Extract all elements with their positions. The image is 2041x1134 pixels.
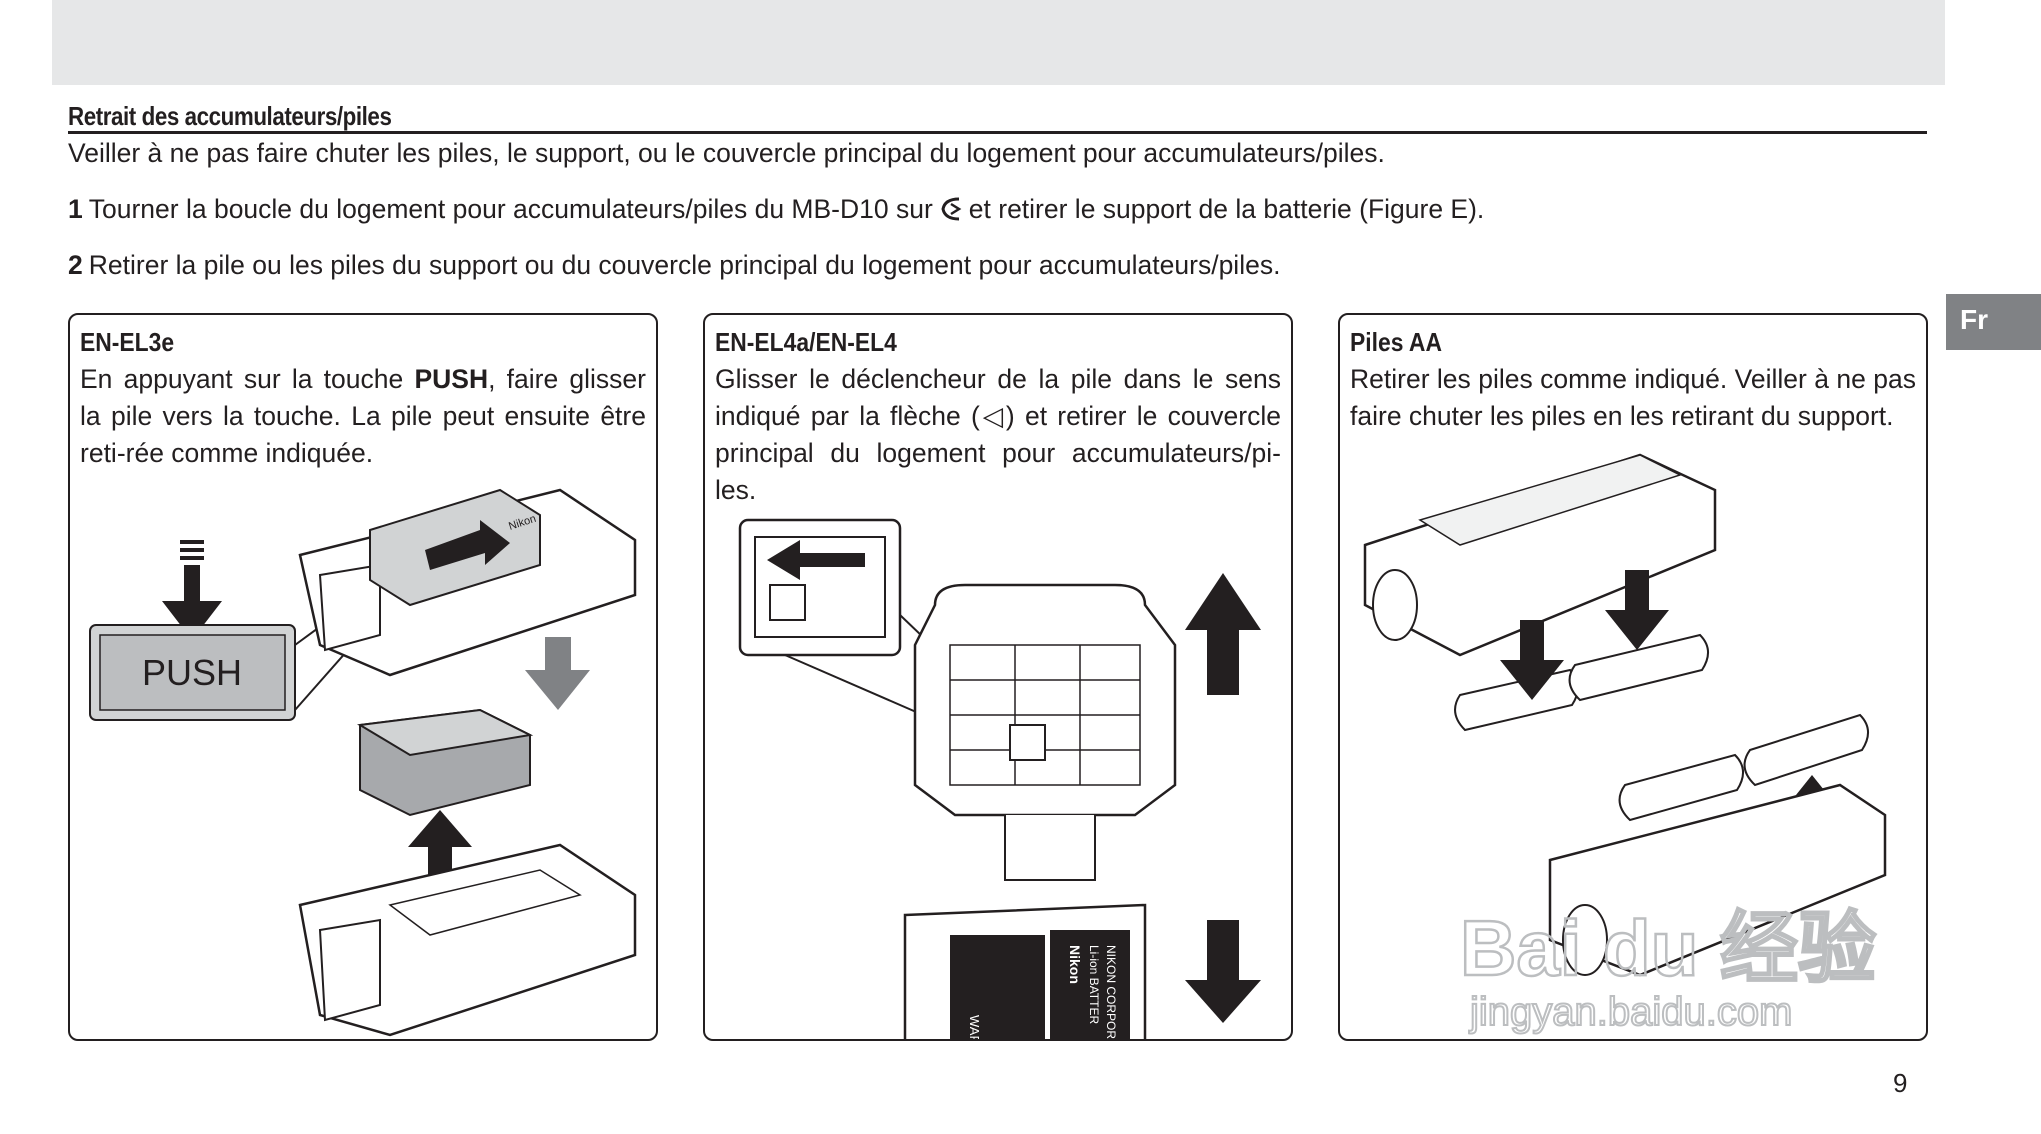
aa-holder-top <box>1363 453 1717 657</box>
panel-en-el4a: WARNING Nikon Li-ion BATTER NIKON CORPOR… <box>703 313 1293 1041</box>
panel-title: Piles AA <box>1350 327 1442 357</box>
piles-aa-illustration <box>1363 453 1887 977</box>
panel-text: En appuyant sur la touche PUSH, faire gl… <box>80 364 646 468</box>
battery-maker-label: NIKON CORPOR <box>1104 945 1118 1039</box>
section-title: Retrait des accumulateurs/piles <box>68 101 392 131</box>
panel-text: Retirer les piles comme indiqué. Veiller… <box>1350 364 1916 431</box>
step-number: 1 <box>68 194 83 224</box>
en-el4a-illustration: WARNING Nikon Li-ion BATTER NIKON CORPOR <box>738 518 1261 1041</box>
en-el3e-illustration: PUSH Nikon <box>89 488 637 1037</box>
battery-cover <box>913 583 1177 881</box>
latch-arrow-icon <box>767 540 865 580</box>
push-button-label: PUSH <box>142 652 242 693</box>
step-text-before: Tourner la boucle du logement pour accum… <box>88 194 933 224</box>
down-arrow-icon <box>525 637 590 710</box>
warning-label: WARNING <box>967 1015 982 1041</box>
panel-text: Glisser le déclencheur de la pile dans l… <box>715 364 1281 505</box>
step-text: Retirer la pile ou les piles du support … <box>88 250 1281 280</box>
header-band <box>52 0 1945 85</box>
panel-title: EN-EL3e <box>80 327 175 357</box>
step-number: 2 <box>68 250 83 280</box>
aa-battery <box>1618 713 1869 822</box>
panel-piles-aa: Piles AA Retirer les piles comme indiqué… <box>1338 313 1928 1041</box>
battery-holder-top: Nikon <box>298 488 637 677</box>
removed-battery <box>357 708 534 817</box>
push-arrow-icon <box>162 540 222 640</box>
battery-brand-label: Nikon <box>1067 945 1083 984</box>
aa-holder-bottom <box>1548 783 1887 977</box>
up-arrow-icon <box>1185 573 1261 695</box>
slide-arrow-icon <box>425 520 510 570</box>
title-rule <box>68 131 1927 134</box>
language-tab[interactable]: Fr <box>1946 294 2041 350</box>
panel-en-el3e: PUSH Nikon EN-EL3e En appuyant su <box>68 313 658 1041</box>
battery-holder-bottom <box>298 843 637 1037</box>
page-number: 9 <box>1893 1068 1908 1098</box>
battery-type-label: Li-ion BATTER <box>1087 945 1101 1024</box>
latch-detail-inset <box>738 518 902 657</box>
intro-text: Veiller à ne pas faire chuter les piles,… <box>68 138 1385 168</box>
unlock-arrow-icon <box>941 197 962 221</box>
down-arrow-icon <box>1185 920 1261 1023</box>
step-text-after: et retirer le support de la batterie (Fi… <box>968 194 1485 224</box>
en-el4-battery: WARNING Nikon Li-ion BATTER NIKON CORPOR <box>903 903 1147 1041</box>
down-arrow-icon <box>1500 570 1669 700</box>
push-key-label: PUSH <box>414 364 489 394</box>
panel-title: EN-EL4a/EN-EL4 <box>715 327 897 357</box>
push-button: PUSH <box>89 624 296 721</box>
aa-battery <box>1454 633 1709 732</box>
